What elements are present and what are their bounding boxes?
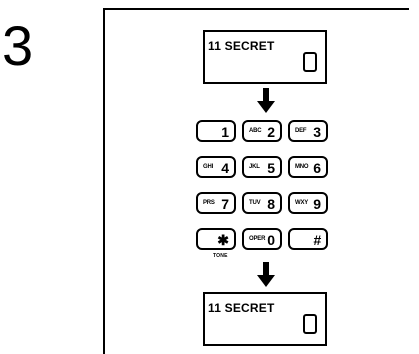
key-9-digit: 9 xyxy=(313,196,321,212)
key-star[interactable]: ✱ xyxy=(196,228,236,250)
key-3[interactable]: DEF 3 xyxy=(288,120,328,142)
key-6-letters: MNO xyxy=(295,164,309,170)
cursor-box-icon xyxy=(303,52,317,72)
key-0-digit: 0 xyxy=(267,232,275,248)
key-2-digit: 2 xyxy=(267,124,275,140)
tone-label: TONE xyxy=(213,253,228,259)
key-7-digit: 7 xyxy=(221,196,229,212)
key-6-digit: 6 xyxy=(313,160,321,176)
key-star-symbol: ✱ xyxy=(217,232,229,248)
key-9[interactable]: WXY 9 xyxy=(288,192,328,214)
key-9-letters: WXY xyxy=(295,200,309,206)
key-8-digit: 8 xyxy=(267,196,275,212)
key-0[interactable]: OPER 0 xyxy=(242,228,282,250)
key-7[interactable]: PRS 7 xyxy=(196,192,236,214)
display-top: 11 SECRET xyxy=(203,30,327,84)
key-4[interactable]: GHI 4 xyxy=(196,156,236,178)
key-1-digit: 1 xyxy=(221,124,229,140)
key-7-letters: PRS xyxy=(203,200,215,206)
key-5-digit: 5 xyxy=(267,160,275,176)
step-number: 3 xyxy=(2,14,34,77)
key-5[interactable]: JKL 5 xyxy=(242,156,282,178)
display-bottom-text: 11 SECRET xyxy=(208,301,275,315)
down-arrow-icon xyxy=(257,88,275,113)
display-bottom: 11 SECRET xyxy=(203,292,327,346)
key-2-letters: ABC xyxy=(249,128,262,134)
instruction-panel xyxy=(103,8,409,354)
cursor-box-icon xyxy=(303,314,317,334)
key-8[interactable]: TUV 8 xyxy=(242,192,282,214)
key-4-digit: 4 xyxy=(221,160,229,176)
key-3-letters: DEF xyxy=(295,128,307,134)
key-6[interactable]: MNO 6 xyxy=(288,156,328,178)
key-hash[interactable]: # xyxy=(288,228,328,250)
key-5-letters: JKL xyxy=(249,164,260,170)
key-2[interactable]: ABC 2 xyxy=(242,120,282,142)
key-4-letters: GHI xyxy=(203,164,214,170)
key-hash-symbol: # xyxy=(313,232,321,248)
key-1[interactable]: 1 xyxy=(196,120,236,142)
key-3-digit: 3 xyxy=(313,124,321,140)
down-arrow-icon xyxy=(257,262,275,287)
display-top-text: 11 SECRET xyxy=(208,39,275,53)
key-8-letters: TUV xyxy=(249,200,261,206)
key-0-letters: OPER xyxy=(249,236,266,242)
